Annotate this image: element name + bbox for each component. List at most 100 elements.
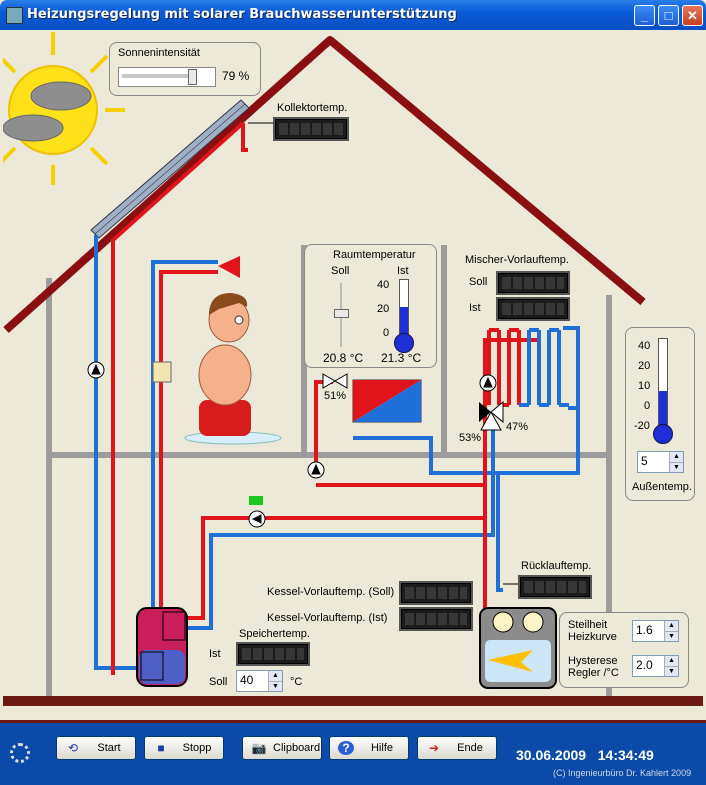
- solar-collector: [90, 99, 250, 239]
- collector-temp-label: Kollektortemp.: [277, 102, 348, 114]
- hot-pipes: [111, 121, 538, 675]
- boiler-ist-label: Kessel-Vorlauftemp. (Ist): [267, 612, 388, 624]
- room-scale-20: 20: [377, 303, 390, 315]
- spinner-down-icon[interactable]: ▼: [664, 631, 678, 641]
- mixer-soll-display: [496, 271, 570, 295]
- room-setpoint-slider[interactable]: [333, 283, 349, 347]
- storage-temp-title: Speichertemp.: [239, 628, 310, 640]
- copyright-text: (C) Ingenieurbüro Dr. Kahlert 2009: [553, 768, 692, 778]
- spinner-up-icon[interactable]: ▲: [664, 621, 678, 631]
- outside-temp-spinner[interactable]: 5 ▲ ▼: [637, 451, 684, 473]
- hysteresis-spinner[interactable]: 2.0 ▲ ▼: [632, 655, 679, 677]
- sun-intensity-value: 79 %: [222, 69, 250, 83]
- date-text: 30.06.2009: [516, 747, 587, 763]
- minimize-button[interactable]: _: [634, 5, 655, 26]
- hysteresis-label-2: Regler /°C: [568, 667, 619, 679]
- boiler-ist-display: [399, 607, 473, 631]
- outside-scale-40: 40: [638, 340, 651, 352]
- mixer-title: Mischer-Vorlauftemp.: [465, 254, 569, 266]
- slope-value[interactable]: 1.6: [636, 623, 653, 637]
- start-button[interactable]: ⟲ Start: [56, 736, 136, 760]
- spinner-up-icon[interactable]: ▲: [268, 671, 282, 681]
- outside-scale-0: 0: [644, 400, 651, 412]
- shower-head: [218, 256, 240, 278]
- room-thermometer: [399, 279, 409, 339]
- room-slider-thumb[interactable]: [334, 309, 349, 318]
- mixer-soll-label: Soll: [469, 276, 488, 288]
- close-button[interactable]: ✕: [682, 5, 703, 26]
- help-button[interactable]: ? Hilfe: [329, 736, 409, 760]
- spinner-down-icon[interactable]: ▼: [664, 666, 678, 676]
- spinner-down-icon[interactable]: ▼: [669, 462, 683, 472]
- app-icon: [6, 7, 23, 24]
- mixer-ist-display: [496, 297, 570, 321]
- room-thermometer-bulb: [394, 333, 414, 353]
- storage-tank: [136, 607, 188, 687]
- person-icon: [184, 293, 282, 445]
- slider-thumb[interactable]: [188, 69, 197, 85]
- outside-scale-20: 20: [638, 360, 651, 372]
- storage-soll-spinner[interactable]: 40 ▲ ▼: [236, 670, 283, 692]
- spinner-up-icon[interactable]: ▲: [664, 656, 678, 666]
- mixer-ist-label: Ist: [469, 302, 481, 314]
- storage-ist-label: Ist: [209, 648, 221, 660]
- collector-temp-display: [273, 117, 349, 141]
- return-temp-display: [518, 575, 592, 599]
- bottom-toolbar: ⟲ Start ■ Stopp 📷 Clipboard ? Hilfe ➔ En…: [0, 720, 706, 785]
- cold-pipes: [94, 235, 580, 670]
- clipboard-button[interactable]: 📷 Clipboard: [242, 736, 322, 760]
- sun-intensity-panel: Sonnenintensität 79 %: [109, 42, 261, 96]
- exit-door-icon: ➔: [428, 741, 440, 755]
- room-soll-value: 20.8 °C: [323, 351, 364, 365]
- controller-params-panel: Steilheit Heizkurve 1.6 ▲ ▼ Hysterese Re…: [559, 612, 689, 688]
- outside-temp-value[interactable]: 5: [641, 454, 648, 468]
- spinner-down-icon[interactable]: ▼: [268, 681, 282, 691]
- title-bar[interactable]: Heizungsregelung mit solarer Brauchwasse…: [0, 0, 706, 30]
- window-title: Heizungsregelung mit solarer Brauchwasse…: [27, 7, 457, 22]
- hysteresis-value[interactable]: 2.0: [636, 658, 653, 672]
- room-soll-label: Soll: [331, 265, 350, 277]
- speaker-icon: [152, 361, 172, 383]
- maximize-button[interactable]: □: [658, 5, 679, 26]
- outside-scale-minus20: -20: [634, 420, 650, 432]
- outside-temp-panel: 40 20 10 0 -20 5 ▲ ▼ Außentemp.: [625, 327, 695, 501]
- boiler-soll-display: [399, 581, 473, 605]
- stop-icon: ■: [157, 741, 165, 755]
- cloud-icon: [3, 81, 92, 142]
- room-scale-40: 40: [377, 279, 390, 291]
- valve-top-icon: [322, 373, 348, 389]
- house-schematic: [3, 32, 703, 706]
- room-temp-title: Raumtemperatur: [333, 249, 416, 261]
- simulation-area: Sonnenintensität 79 % Kollektortemp. Rau…: [3, 30, 703, 720]
- sun-intensity-slider[interactable]: [118, 67, 216, 87]
- room-ist-value: 21.3 °C: [381, 351, 422, 365]
- slope-spinner[interactable]: 1.6 ▲ ▼: [632, 620, 679, 642]
- camera-icon: 📷: [251, 741, 267, 755]
- room-temperature-panel: Raumtemperatur Soll Ist 40 20 0 20.8 °C …: [304, 244, 437, 368]
- datetime-display: 30.06.2009 14:34:49: [516, 747, 654, 763]
- time-text: 14:34:49: [597, 747, 654, 763]
- outside-temp-label: Außentemp.: [632, 481, 692, 493]
- valve-top-percent: 51%: [324, 390, 347, 402]
- storage-ist-display: [236, 642, 310, 666]
- roof: [3, 36, 646, 333]
- storage-soll-value[interactable]: 40: [240, 673, 254, 687]
- heat-exchanger: [352, 379, 422, 423]
- spinner-up-icon[interactable]: ▲: [669, 452, 683, 462]
- room-scale-0: 0: [383, 327, 390, 339]
- slope-label-1: Steilheit: [568, 619, 608, 631]
- sun-intensity-label: Sonnenintensität: [118, 47, 200, 59]
- return-temp-label: Rücklauftemp.: [521, 560, 592, 572]
- exit-button[interactable]: ➔ Ende: [417, 736, 497, 760]
- radiator-coil: [487, 328, 569, 407]
- valve-left-percent: 53%: [459, 432, 482, 444]
- valve-right-percent: 47%: [506, 421, 529, 433]
- outside-thermometer: [658, 338, 668, 430]
- busy-spinner-icon: [10, 743, 30, 763]
- room-ist-label: Ist: [397, 265, 409, 277]
- boiler-icon: [479, 607, 557, 689]
- storage-soll-label: Soll: [209, 676, 228, 688]
- hysteresis-label-1: Hysterese: [568, 655, 618, 667]
- help-icon: ?: [338, 741, 354, 755]
- stop-button[interactable]: ■ Stopp: [144, 736, 224, 760]
